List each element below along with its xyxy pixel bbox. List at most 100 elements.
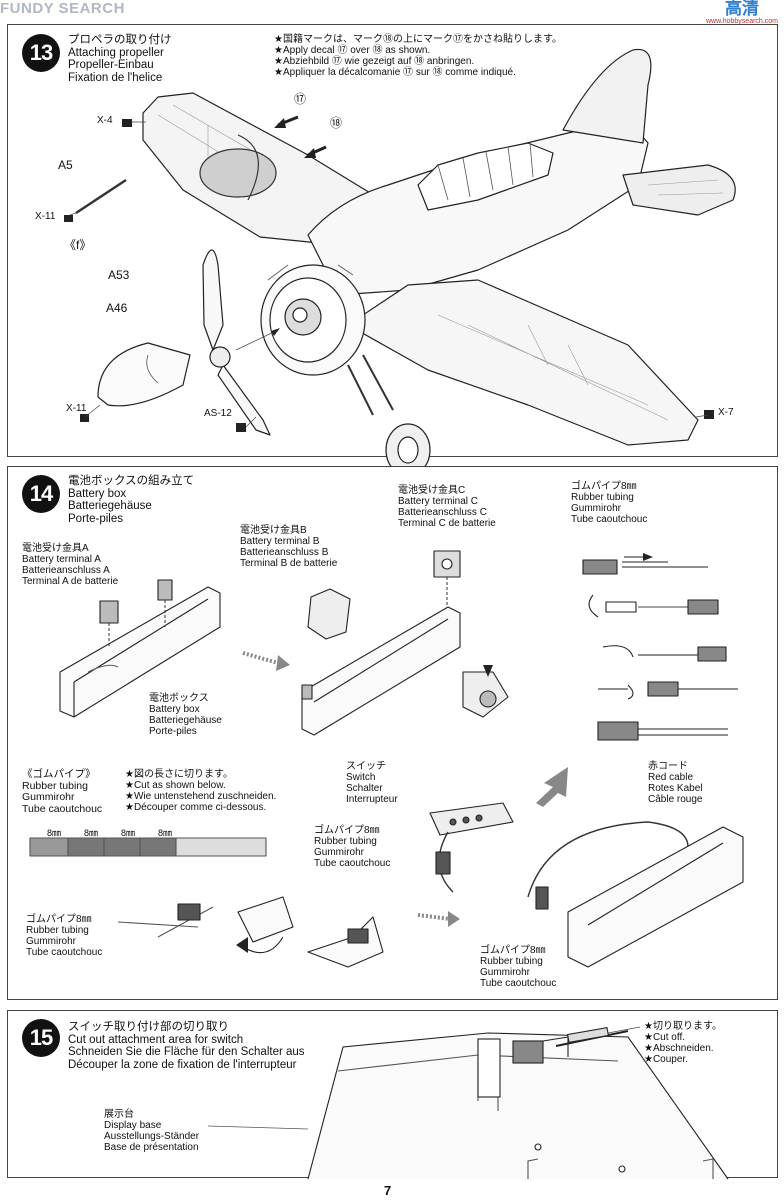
terminal-b-fr: Terminal B de batterie <box>240 558 338 569</box>
terminal-c-en: Battery terminal C <box>398 496 479 507</box>
tubing-mid-label: ゴムパイプ8㎜ Rubber tubing Gummirohr Tube cao… <box>314 825 390 869</box>
display-base-en: Display base <box>104 1120 162 1131</box>
display-base-fr: Base de présentation <box>104 1142 199 1153</box>
step13-panel: 13 プロペラの取り付け Attaching propeller Propell… <box>7 24 778 477</box>
step14-title-jp: 電池ボックスの組み立て <box>68 475 195 487</box>
tubing-mid-en: Rubber tubing <box>314 836 377 847</box>
tubing-bottom-label: ゴムパイプ8㎜ Rubber tubing Gummirohr Tube cao… <box>480 945 556 989</box>
battery-box-jp: 電池ボックス <box>149 693 209 704</box>
switch-jp: スイッチ <box>346 761 386 772</box>
tubing-left-en: Rubber tubing <box>26 925 89 936</box>
tubing-top-jp: ゴムパイプ8㎜ <box>571 481 637 492</box>
watermark-right: 高清 www.hobbysearch.com <box>706 0 778 26</box>
cutoff-de: ★Abschneiden. <box>644 1043 714 1054</box>
red-cable-de: Rotes Kabel <box>648 783 703 794</box>
watermark-right-cn: 高清 <box>724 0 759 18</box>
step13-note-de: ★Abziehbild ⑰ wie gezeigt auf ⑱ anbringe… <box>274 56 475 67</box>
tubing-top-en: Rubber tubing <box>571 492 634 503</box>
terminal-b-de: Batterieanschluss B <box>240 547 329 558</box>
tubing-mid-de: Gummirohr <box>314 847 365 858</box>
page-number: 7 <box>384 1183 392 1198</box>
cut-note-de: ★Wie untenstehend zuschneiden. <box>125 791 277 802</box>
battery-box-en: Battery box <box>149 704 200 715</box>
step13-number: 13 <box>22 34 60 72</box>
terminal-c-fr: Terminal C de batterie <box>398 518 496 529</box>
cutoff-note: ★切り取ります。 ★Cut off. ★Abschneiden. ★Couper… <box>644 1021 722 1065</box>
part-a46-label: A46 <box>106 301 128 315</box>
red-cable-jp: 赤コード <box>648 761 688 772</box>
battery-box-de: Batteriegehäuse <box>149 715 222 726</box>
battery-box-fr: Porte-piles <box>149 726 197 737</box>
step15-title-en: Cut out attachment area for switch <box>68 1033 244 1046</box>
mm-label-4: 8㎜ <box>158 828 173 838</box>
tubing-left-fr: Tube caoutchouc <box>26 947 103 958</box>
red-cable-fr: Câble rouge <box>648 794 703 805</box>
step14-title-en: Battery box <box>68 487 127 500</box>
tubing-bottom-de: Gummirohr <box>480 967 531 978</box>
step13-title: プロペラの取り付け Attaching propeller Propeller-… <box>68 34 172 84</box>
mm-label-3: 8㎜ <box>121 828 136 838</box>
step14-panel: 14 電池ボックスの組み立て Battery box Batteriegehäu… <box>7 466 778 1000</box>
tubing-bottom-fr: Tube caoutchouc <box>480 978 557 989</box>
mm-label-2: 8㎜ <box>84 828 99 838</box>
display-base-jp: 展示台 <box>104 1109 134 1120</box>
step15-number: 15 <box>22 1019 60 1057</box>
part-x7-label: X-7 <box>718 407 734 418</box>
step14-number: 14 <box>22 475 60 513</box>
part-x11-label-b: X-11 <box>66 403 87 414</box>
step13-note-fr: ★Appliquer la décalcomanie ⑰ sur ⑱ comme… <box>274 67 516 78</box>
switch-fr: Interrupteur <box>346 794 398 805</box>
part-x4-label: X-4 <box>97 115 113 126</box>
step14-title-de: Batteriegehäuse <box>68 500 152 512</box>
terminal-b-label: 電池受け金具B Battery terminal B Batterieansch… <box>240 525 337 569</box>
step15-title: スイッチ取り付け部の切り取り Cut out attachment area f… <box>68 1021 305 1071</box>
step14-title-fr: Porte-piles <box>68 512 123 525</box>
tubing-mid-fr: Tube caoutchouc <box>314 858 391 869</box>
cut-note-fr: ★Découper comme ci-dessous. <box>125 802 267 813</box>
switch-de: Schalter <box>346 783 383 794</box>
step15-title-fr: Découper la zone de fixation de l'interr… <box>68 1058 297 1071</box>
watermark-left-text: FUNDY SEARCH <box>0 0 125 17</box>
part-a5-label: A5 <box>58 158 73 172</box>
battery-assembly-drawing <box>29 550 744 968</box>
tube-section-en: Rubber tubing <box>22 779 88 792</box>
terminal-c-jp: 電池受け金具C <box>398 485 466 496</box>
tubing-top-fr: Tube caoutchouc <box>571 514 648 525</box>
step14-title: 電池ボックスの組み立て Battery box Batteriegehäuse … <box>68 475 194 525</box>
step13-title-fr: Fixation de l'helice <box>68 71 163 84</box>
step15-panel: 15 スイッチ取り付け部の切り取り Cut out attachment are… <box>7 1010 778 1180</box>
red-cable-en: Red cable <box>648 772 694 783</box>
tubing-left-label: ゴムパイプ8㎜ Rubber tubing Gummirohr Tube cao… <box>26 914 102 958</box>
decal-18-label: ⑱ <box>330 116 343 130</box>
step13-note-jp: ★国籍マークは、マーク⑱の上にマーク⑰をかさね貼りします。 <box>274 34 562 45</box>
terminal-a-en: Battery terminal A <box>22 554 101 565</box>
tubing-top-label: ゴムパイプ8㎜ Rubber tubing Gummirohr Tube cao… <box>571 481 647 525</box>
step15-title-jp: スイッチ取り付け部の切り取り <box>68 1021 229 1033</box>
terminal-c-de: Batterieanschluss C <box>398 507 487 518</box>
part-x11-label-a: X-11 <box>35 211 56 222</box>
cutoff-fr: ★Couper. <box>644 1054 688 1065</box>
step13-decal-note: ★国籍マークは、マーク⑱の上にマーク⑰をかさね貼りします。 ★Apply dec… <box>274 34 562 78</box>
display-base-drawing <box>207 1026 729 1180</box>
tube-section-fr: Tube caoutchouc <box>22 802 103 815</box>
switch-en: Switch <box>346 772 376 783</box>
cutoff-jp: ★切り取ります。 <box>644 1021 722 1032</box>
tubing-mid-jp: ゴムパイプ8㎜ <box>314 825 380 836</box>
switch-label: スイッチ Switch Schalter Interrupteur <box>346 761 398 805</box>
step15-title-de: Schneiden Sie die Fläche für den Schalte… <box>68 1046 305 1058</box>
tubing-left-jp: ゴムパイプ8㎜ <box>26 914 92 925</box>
tubing-bottom-en: Rubber tubing <box>480 956 543 967</box>
cutoff-en: ★Cut off. <box>644 1032 686 1043</box>
terminal-c-label: 電池受け金具C Battery terminal C Batterieansch… <box>398 485 496 529</box>
tube-section-label: 《ゴムパイプ》 Rubber tubing Gummirohr Tube cao… <box>22 768 103 815</box>
step13-title-en: Attaching propeller <box>68 46 164 59</box>
cut-note: ★図の長さに切ります。 ★Cut as shown below. ★Wie un… <box>125 769 276 813</box>
aircraft-drawing <box>64 48 736 477</box>
step13-title-de: Propeller-Einbau <box>68 59 154 71</box>
terminal-b-en: Battery terminal B <box>240 536 320 547</box>
terminal-a-de: Batterieanschluss A <box>22 565 110 576</box>
terminal-a-fr: Terminal A de batterie <box>22 576 119 587</box>
terminal-b-jp: 電池受け金具B <box>240 525 307 536</box>
watermark-right-url: www.hobbysearch.com <box>706 18 778 25</box>
tubing-left-de: Gummirohr <box>26 936 77 947</box>
